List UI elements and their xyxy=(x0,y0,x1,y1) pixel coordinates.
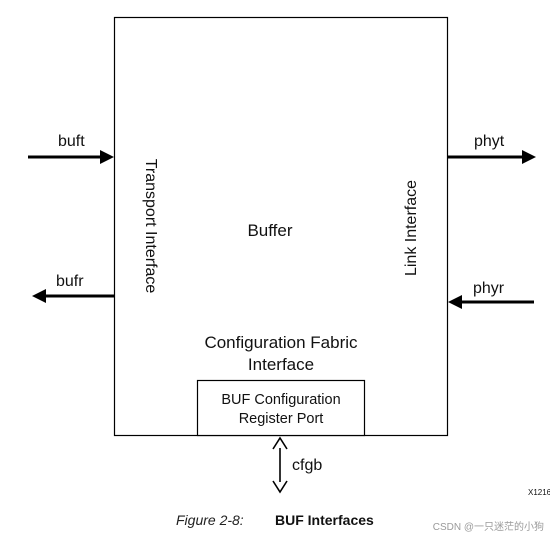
register-port-box xyxy=(196,379,366,437)
buft-arrow xyxy=(28,150,114,164)
buft-label: buft xyxy=(58,133,85,150)
cfgb-label: cfgb xyxy=(292,457,322,474)
register-port-line1: BUF Configuration xyxy=(221,392,340,408)
config-fabric-label-line1: Configuration Fabric xyxy=(204,333,358,352)
buffer-label: Buffer xyxy=(247,221,292,240)
transport-interface-label: Transport Interface xyxy=(142,159,159,294)
config-fabric-label-line2: Interface xyxy=(248,355,314,374)
watermark: CSDN @一只迷茫的小狗 xyxy=(433,520,544,533)
caption-title: BUF Interfaces xyxy=(275,512,374,528)
phyt-arrow xyxy=(447,150,536,164)
cfgb-arrow xyxy=(272,436,288,494)
bufr-arrow xyxy=(32,289,114,303)
register-port-line2: Register Port xyxy=(239,411,324,427)
phyr-arrow xyxy=(448,295,534,309)
phyt-label: phyt xyxy=(474,133,505,150)
bufr-label: bufr xyxy=(56,273,84,290)
link-interface-label: Link Interface xyxy=(403,180,420,276)
buffer-block xyxy=(113,16,449,437)
caption-label: Figure 2-8: xyxy=(176,512,244,528)
phyr-label: phyr xyxy=(473,280,505,297)
figure-id: X1216 xyxy=(528,488,550,497)
